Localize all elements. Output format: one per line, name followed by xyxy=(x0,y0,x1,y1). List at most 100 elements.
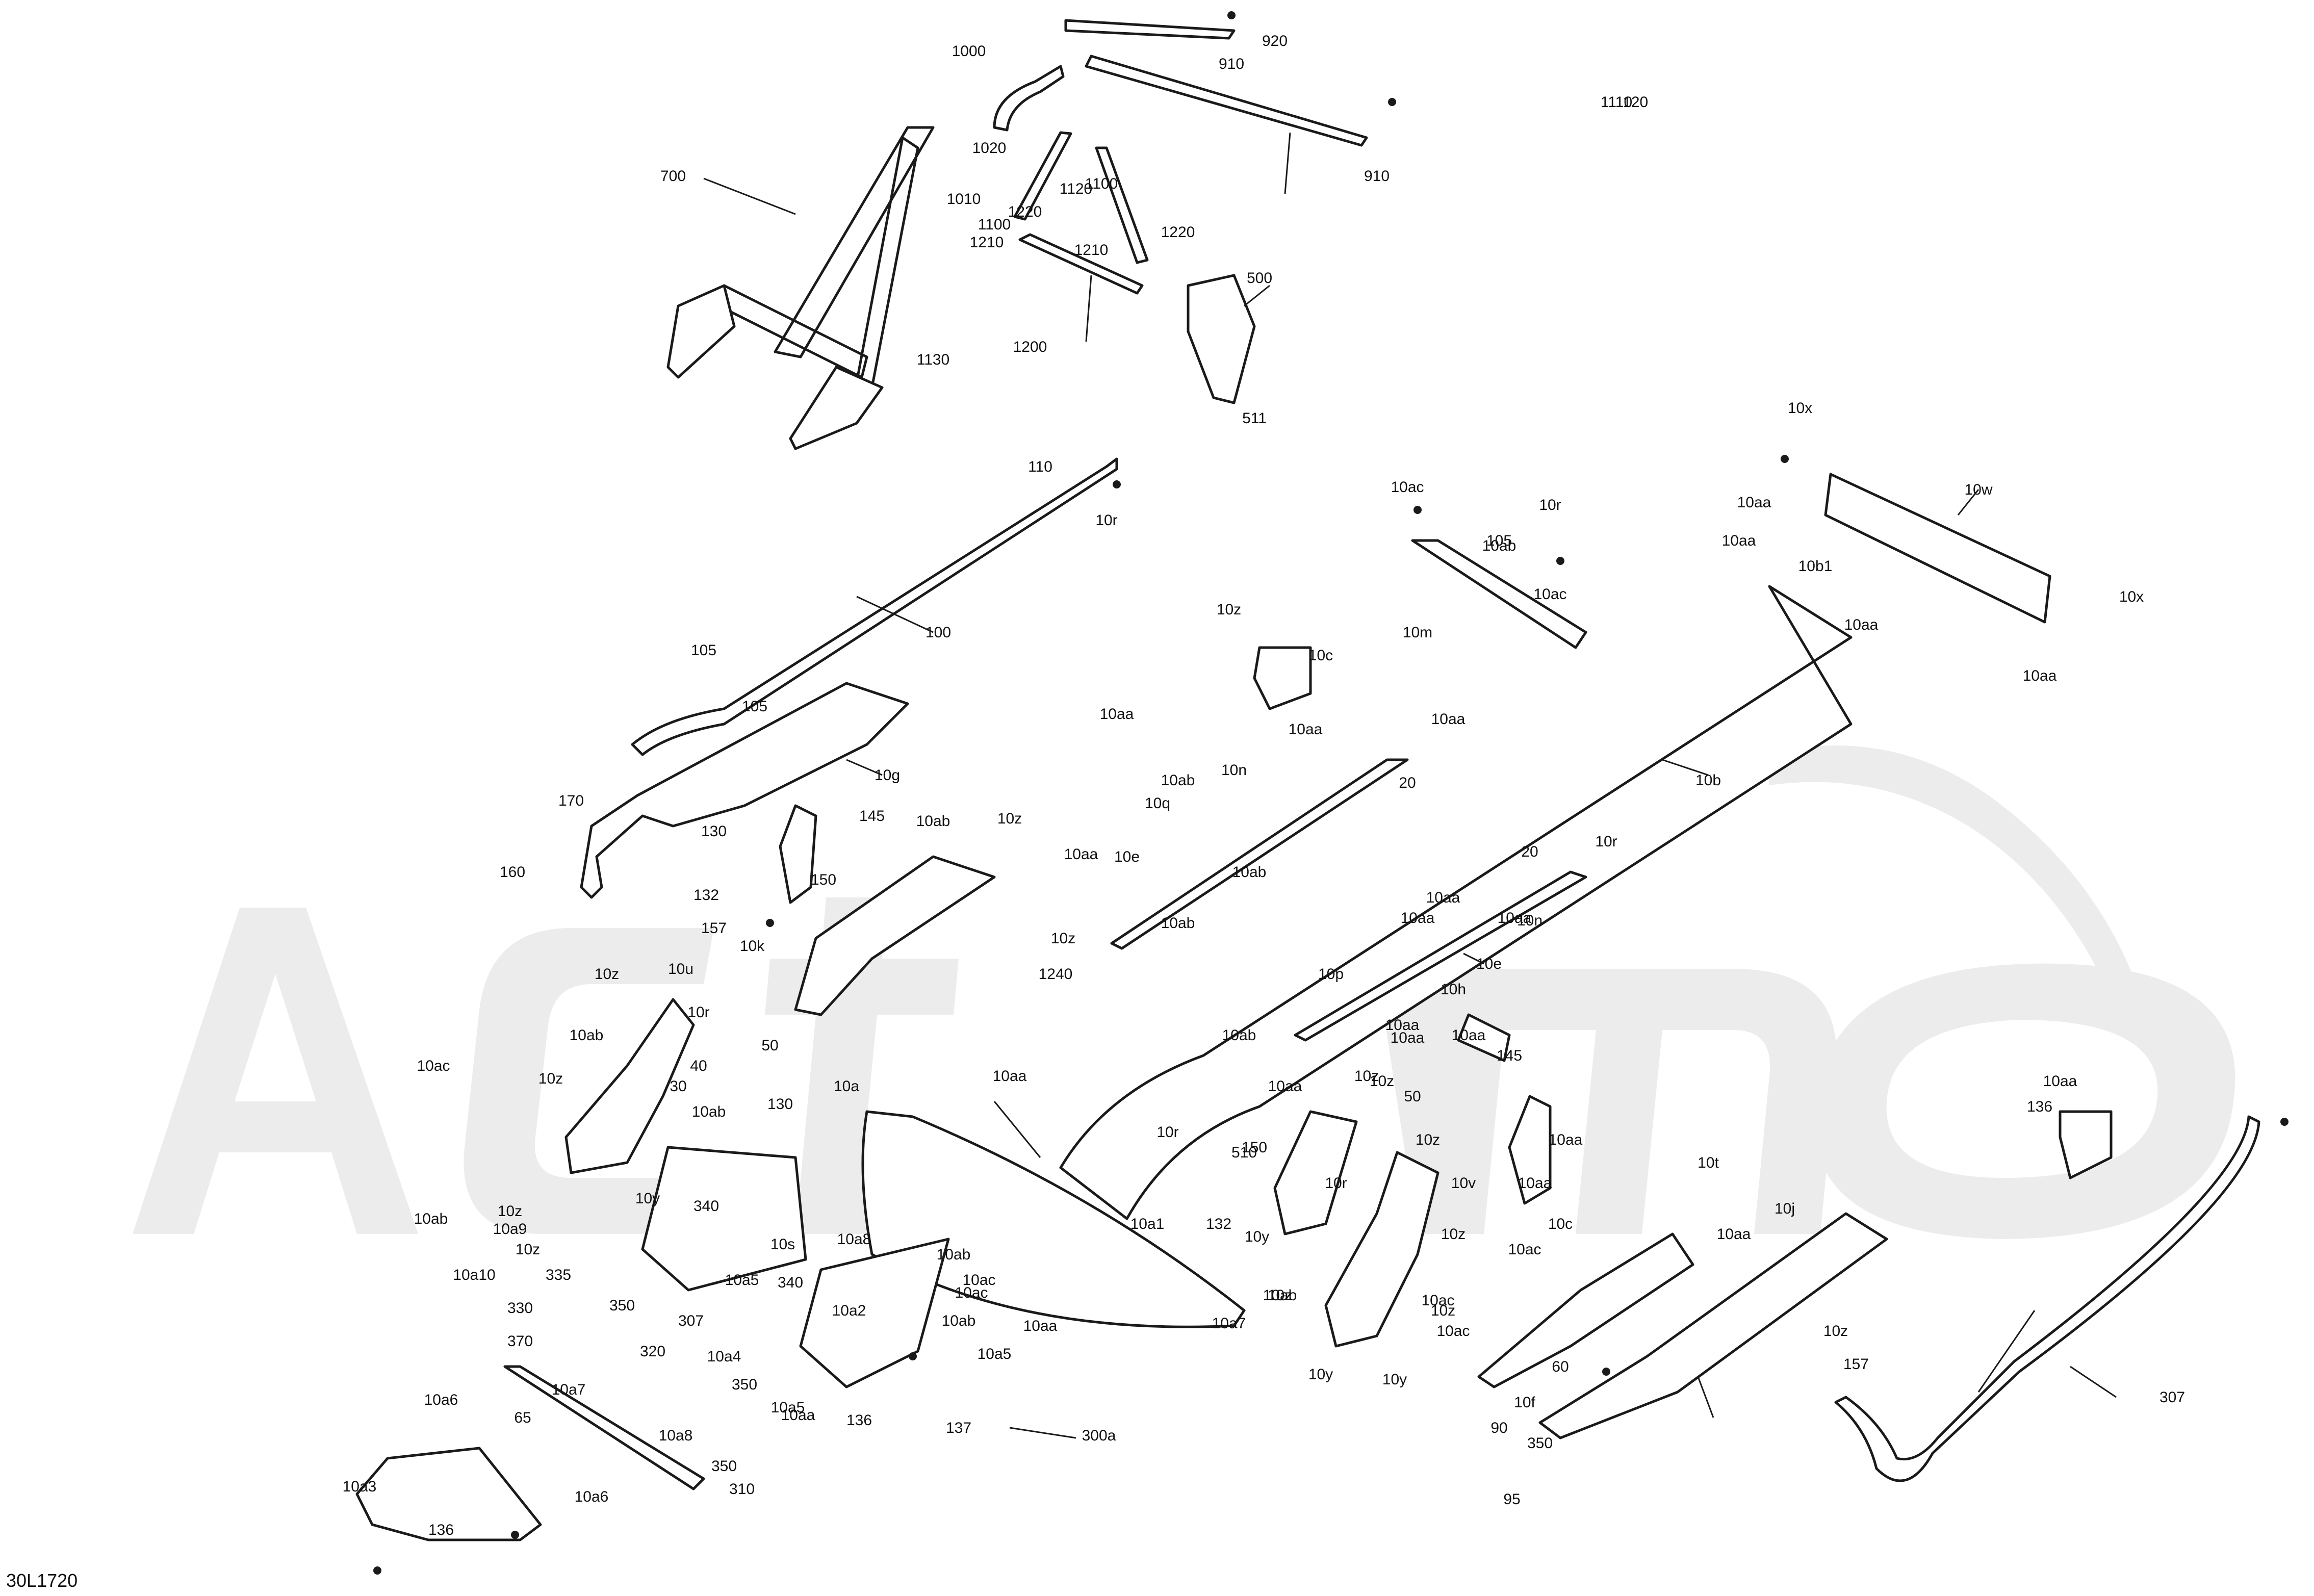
callout-label: 10h xyxy=(1441,981,1466,998)
callout-label: 10aa xyxy=(1268,1078,1302,1095)
bracket-10c xyxy=(1253,646,1312,710)
callout-label: 10y xyxy=(1308,1366,1333,1383)
callout-label: 511 xyxy=(1242,410,1267,427)
handle-90 xyxy=(1834,1115,2260,1482)
callout-label: 10a6 xyxy=(424,1392,458,1408)
callout-label: 307 xyxy=(2159,1389,2185,1406)
callout-label: 10z xyxy=(1354,1068,1379,1085)
upper-column-700 xyxy=(717,126,935,389)
fastener xyxy=(511,1531,519,1539)
leader-700 xyxy=(703,177,796,215)
watermark-letter-m xyxy=(1377,969,1837,1234)
callout-label: 95 xyxy=(1503,1491,1520,1508)
callout-label: 145 xyxy=(859,808,885,825)
fastener xyxy=(909,1352,917,1360)
side-rail-10k xyxy=(794,855,996,1016)
leader-10g xyxy=(846,759,883,776)
callout-label: 10z xyxy=(498,1203,522,1220)
tunnel-10b xyxy=(1059,585,1853,1220)
callout-label: 10aa xyxy=(1722,532,1756,549)
callout-label: 10w xyxy=(1964,481,1992,498)
callout-label: 10z xyxy=(997,810,1022,827)
callout-label: 1210 xyxy=(970,234,1004,251)
callout-label: 10a6 xyxy=(575,1488,609,1505)
callout-label: 10aa xyxy=(1401,910,1435,926)
callout-label: 10aa xyxy=(1289,721,1323,738)
fastener xyxy=(1781,455,1789,463)
callout-label: 110 xyxy=(1028,458,1052,475)
callout-label: 1120 xyxy=(1060,181,1093,197)
callout-label: 10q xyxy=(1145,795,1170,812)
pedestal-10t xyxy=(1324,1151,1439,1348)
callout-label: 330 xyxy=(507,1300,533,1317)
callout-label: 10z xyxy=(516,1241,540,1258)
callout-label: 340 xyxy=(778,1274,803,1291)
callout-label: 10z xyxy=(1217,601,1241,618)
callout-label: 10z xyxy=(1416,1131,1440,1148)
callout-label: 370 xyxy=(507,1333,533,1350)
bracket-10h xyxy=(1457,1013,1511,1062)
callout-label: 10a10 xyxy=(453,1267,495,1283)
callout-label: 10r xyxy=(1539,497,1561,513)
callout-label: 10t xyxy=(1698,1154,1719,1171)
callout-label: 10ab xyxy=(570,1027,604,1044)
callout-label: 10z xyxy=(1051,930,1075,947)
callout-label: 10aa xyxy=(1064,846,1098,863)
callout-label: 10a2 xyxy=(832,1302,866,1319)
callout-label: 10z xyxy=(595,966,619,983)
callout-label: 10aa xyxy=(1498,910,1532,926)
callout-label: 307 xyxy=(678,1312,704,1329)
callout-label: 1220 xyxy=(1008,203,1042,220)
callout-label: 10v xyxy=(1451,1175,1476,1192)
callout-label: 10z xyxy=(1431,1302,1455,1319)
callout-label: 10a8 xyxy=(659,1427,693,1444)
callout-label: 500 xyxy=(1247,270,1272,287)
callout-label: 10j xyxy=(1775,1200,1795,1217)
callout-label: 10aa xyxy=(1549,1131,1583,1148)
callout-label: 1110 xyxy=(1601,94,1632,111)
callout-label: 10x xyxy=(2119,588,2144,605)
callout-label: 10y xyxy=(1245,1228,1269,1245)
callout-label: 10aa xyxy=(1385,1017,1420,1034)
callout-label: 10c xyxy=(1308,647,1333,664)
callout-label: 105 xyxy=(742,698,767,715)
callout-label: 10ab xyxy=(1161,915,1195,932)
callout-label: 1010 xyxy=(947,191,981,208)
callout-label: 10ac xyxy=(955,1284,988,1301)
leader-1200 xyxy=(1085,275,1092,342)
callout-label: 10aa xyxy=(1391,1029,1425,1046)
callout-label: 130 xyxy=(701,823,727,840)
callout-label: 10aa xyxy=(993,1068,1027,1085)
frame-10a1 xyxy=(641,1146,807,1292)
callout-label: 1020 xyxy=(972,140,1007,157)
callout-label: 10ab xyxy=(937,1246,971,1263)
callout-label: 10a1 xyxy=(1130,1216,1165,1232)
callout-label: 10ab xyxy=(414,1211,448,1227)
callout-label: 137 xyxy=(946,1420,971,1436)
callout-label: 10aa xyxy=(1518,1175,1552,1192)
callout-label: 10z xyxy=(538,1070,563,1087)
callout-label: 10aa xyxy=(1023,1318,1058,1334)
tunnel-assembly xyxy=(355,473,2260,1541)
leader-lines xyxy=(703,132,2117,1439)
callout-label: 1220 xyxy=(1161,224,1195,241)
watermark-motorcycle-arc xyxy=(1764,745,2142,1010)
callout-label: 10c xyxy=(1548,1216,1573,1232)
fastener xyxy=(1113,480,1121,488)
callout-label: 10a7 xyxy=(552,1381,586,1398)
callout-label: 50 xyxy=(761,1037,778,1054)
leader-100 xyxy=(856,596,934,633)
pedestal-10u xyxy=(564,998,695,1174)
callout-label: 300a xyxy=(1082,1427,1116,1444)
callout-label: 10aa xyxy=(1452,1027,1486,1044)
callout-label: 1100 xyxy=(978,216,1011,233)
callout-label: 10ab xyxy=(1263,1287,1297,1304)
callout-label: 30 xyxy=(670,1078,686,1095)
plate-130-left xyxy=(779,804,817,904)
callout-label: 1240 xyxy=(1039,966,1073,983)
callout-label: 10a xyxy=(834,1078,859,1095)
callout-label: 920 xyxy=(1262,33,1288,49)
callout-label: 10ac xyxy=(1533,586,1566,603)
callout-label: 136 xyxy=(428,1522,454,1538)
rod-1100-a xyxy=(1013,131,1072,221)
